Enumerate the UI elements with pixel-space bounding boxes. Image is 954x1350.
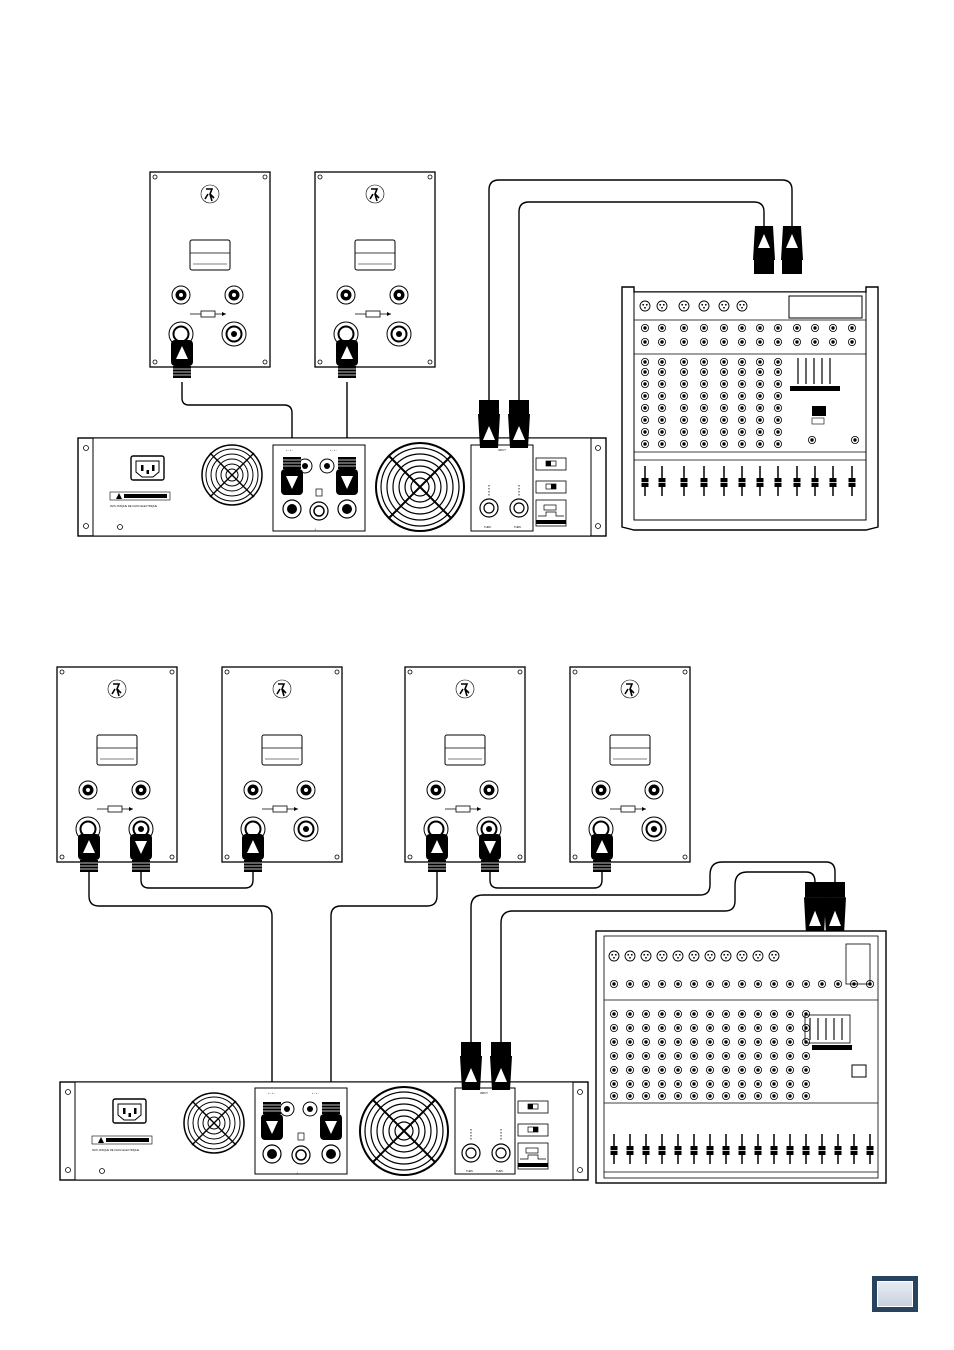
bottom-amp-out-plug-1 bbox=[261, 1102, 283, 1140]
top-mix-xlr-2 bbox=[781, 226, 803, 274]
mixer-xlr-input[interactable] bbox=[753, 951, 763, 961]
top-amp-xlr-2 bbox=[508, 400, 530, 448]
top-spk2-plug bbox=[336, 340, 358, 378]
bottom-amp-xlr-2 bbox=[490, 1042, 512, 1090]
bottom-amp-thru-1: THRU bbox=[466, 1169, 473, 1173]
svg-text:⏚: ⏚ bbox=[296, 1171, 299, 1175]
bottom-amp-warning: AVIS: RISQUE DE CHOC ELECTRIQUE bbox=[92, 1148, 139, 1152]
bottom-speaker-1 bbox=[57, 667, 177, 862]
bottom-mixer bbox=[596, 931, 886, 1183]
bottom-speaker-3 bbox=[405, 667, 525, 862]
mixer-xlr-input[interactable] bbox=[641, 951, 651, 961]
bottom-spk3-plug-in bbox=[426, 834, 448, 872]
bottom-spk3-plug-out bbox=[479, 834, 501, 872]
top-spk1-plug bbox=[171, 340, 193, 378]
top-amp-warning: AVIS: RISQUE DE CHOC ELECTRIQUE bbox=[110, 504, 157, 508]
mixer-xlr-input[interactable] bbox=[689, 951, 699, 961]
bottom-amp-thru-2: THRU bbox=[496, 1169, 503, 1173]
mixer-xlr-input[interactable] bbox=[657, 301, 667, 311]
mixer-xlr-input[interactable] bbox=[609, 951, 619, 961]
cable-bottom-spk1 bbox=[89, 870, 272, 1096]
top-speaker-1 bbox=[150, 172, 270, 367]
top-amp-out-plug-2 bbox=[336, 457, 358, 495]
cable-bottom-spk3 bbox=[331, 870, 437, 1096]
bottom-amp-input-header: INPUT bbox=[480, 1091, 488, 1095]
top-amp-xlr-1 bbox=[478, 400, 500, 448]
top-amp-input-header: INPUT bbox=[498, 448, 506, 452]
mixer-xlr-input[interactable] bbox=[705, 951, 715, 961]
top-mixer bbox=[622, 287, 878, 530]
svg-text:⏚: ⏚ bbox=[314, 527, 317, 531]
top-amp-thru-1: THRU bbox=[484, 525, 491, 529]
bottom-speaker-2 bbox=[222, 667, 342, 862]
top-amp-thru-2: THRU bbox=[514, 525, 521, 529]
top-diagram: AVIS: RISQUE DE CHOC ELECTRIQUE + - + - … bbox=[78, 172, 878, 536]
mixer-xlr-input[interactable] bbox=[737, 301, 747, 311]
mixer-xlr-input[interactable] bbox=[737, 951, 747, 961]
svg-text:+ - + -: + - + - bbox=[330, 449, 337, 452]
top-speaker-2 bbox=[315, 172, 435, 367]
mixer-xlr-input[interactable] bbox=[679, 301, 689, 311]
cable-bottom-link-12 bbox=[141, 870, 253, 888]
bottom-mix-xlr-2 bbox=[824, 882, 846, 935]
bottom-speaker-4 bbox=[570, 667, 690, 862]
bottom-mix-xlr-1 bbox=[804, 882, 826, 935]
mixer-xlr-input[interactable] bbox=[625, 951, 635, 961]
bottom-spk2-plug-in bbox=[242, 834, 264, 872]
mixer-xlr-input[interactable] bbox=[719, 301, 729, 311]
svg-text:+ - + -: + - + - bbox=[312, 1092, 319, 1095]
mixer-xlr-input[interactable] bbox=[657, 951, 667, 961]
mixer-xlr-input[interactable] bbox=[699, 301, 709, 311]
cable-bottom-link-34 bbox=[490, 870, 602, 888]
svg-text:+ - + -: + - + - bbox=[286, 449, 293, 452]
bottom-diagram: AVIS: RISQUE DE CHOC ELECTRIQUE + - + - … bbox=[57, 667, 886, 1183]
bottom-spk4-plug-in bbox=[591, 834, 613, 872]
mixer-xlr-input[interactable] bbox=[769, 951, 779, 961]
top-amp-out-plug-1 bbox=[281, 457, 303, 495]
top-mix-xlr-1 bbox=[753, 226, 775, 274]
bottom-amp-xlr-1 bbox=[460, 1042, 482, 1090]
bottom-spk1-plug-in bbox=[78, 834, 100, 872]
bottom-amp-out-plug-2 bbox=[320, 1102, 342, 1140]
page-marker bbox=[872, 1276, 918, 1312]
mixer-xlr-input[interactable] bbox=[673, 951, 683, 961]
mixer-xlr-input[interactable] bbox=[721, 951, 731, 961]
bottom-spk1-plug-out bbox=[130, 834, 152, 872]
svg-text:+ - + -: + - + - bbox=[268, 1092, 275, 1095]
mixer-xlr-input[interactable] bbox=[640, 301, 650, 311]
